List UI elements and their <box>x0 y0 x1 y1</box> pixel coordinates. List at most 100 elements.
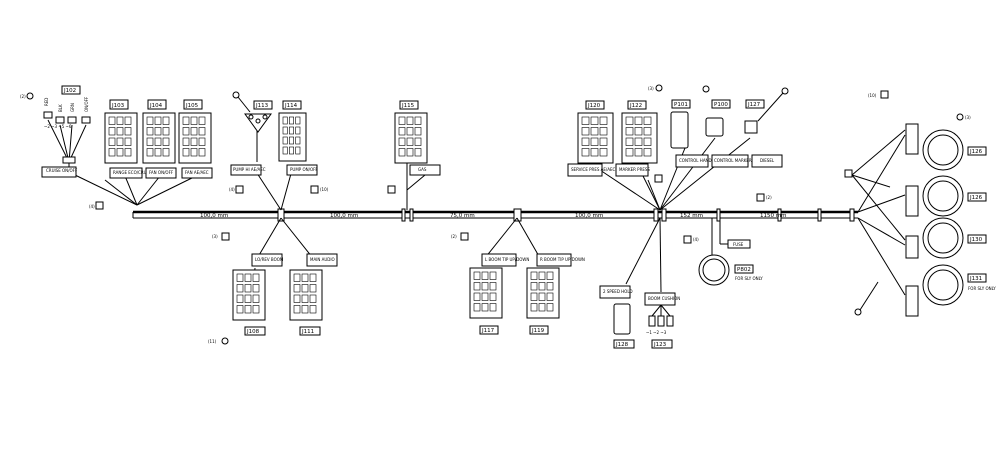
connector-cavity <box>634 137 643 146</box>
control-handle-label: CONTROL HANDLE <box>679 158 717 163</box>
dim-4: 100,0 mm <box>575 213 603 219</box>
connector-cavity <box>634 127 643 136</box>
j114-label: J114 <box>284 103 298 109</box>
connector-cavity <box>643 127 652 136</box>
connector-cavity <box>473 292 481 301</box>
main-audio-label: MAIN AUDIO <box>310 257 335 262</box>
connector-cavity <box>154 137 162 146</box>
connector-cavity <box>398 137 406 146</box>
connector-cavity <box>244 273 252 282</box>
connector-cavity <box>473 303 481 312</box>
j127-label: J127 <box>747 102 761 108</box>
svg-text:(4): (4) <box>229 187 235 192</box>
j115-group: J115 GAS <box>387 100 441 210</box>
pump-label: PUMP ON/OFF <box>290 167 318 172</box>
service-pressure-label: SERVICE PRES AE/AEC <box>571 167 616 172</box>
connector-cavity <box>414 137 422 146</box>
j128-j123-p802-group: FUSE 2 SPEED HOLD J128 BOOM CUSHION ~1 ~… <box>599 217 763 349</box>
connector-cavity <box>309 294 317 303</box>
connector-cavity <box>406 127 414 136</box>
connector-cavity <box>146 148 154 157</box>
connector-cavity <box>546 303 554 312</box>
connector-cavity <box>236 305 244 314</box>
svg-text:(3): (3) <box>965 115 971 120</box>
j105-label: J105 <box>185 103 199 109</box>
j117-j119-group: L BOOM TIP UP/DOWN R BOOM TIP UP/DOWN J1… <box>451 217 585 335</box>
connector-cavity <box>295 126 301 135</box>
connector-cavity <box>146 127 154 136</box>
fan2-label: FAN AE/AEC <box>185 170 209 175</box>
connector-cavity <box>198 127 206 136</box>
connector-cavity <box>124 148 132 157</box>
connector-cavity <box>190 137 198 146</box>
connector-cavity <box>538 292 546 301</box>
lo-rev-label: LO/REV BOOM <box>255 257 284 262</box>
connector-cavity <box>481 292 489 301</box>
connector-cavity <box>295 146 301 155</box>
connector-cavity <box>124 137 132 146</box>
svg-text:(10): (10) <box>320 187 329 192</box>
connector-cavity <box>295 136 301 145</box>
connector-cavity <box>530 303 538 312</box>
connector-cavity <box>198 148 206 157</box>
cruise-label-box <box>41 166 77 178</box>
connector-cavity <box>530 292 538 301</box>
connector-cavity <box>406 116 414 125</box>
dim-6: 1150 mm <box>760 213 786 219</box>
connector-cavity <box>309 273 317 282</box>
svg-text:(2): (2) <box>451 234 457 239</box>
dim-3: 75,0 mm <box>450 213 475 219</box>
j113-label: J113 <box>255 103 269 109</box>
speed-hold-label: 2 SPEED HOLD <box>603 289 633 294</box>
j113-j114-group: J113 J114 PUMP HI AE/AEC PUMP ON/OFF (4)… <box>229 91 329 211</box>
connector-cavity <box>414 127 422 136</box>
connector-cavity <box>236 273 244 282</box>
trunk-clamps <box>277 208 855 222</box>
connector-cavity <box>481 303 489 312</box>
for-sly-1-label: FOR SLY ONLY <box>735 276 763 281</box>
connector-cavity <box>282 126 288 135</box>
right-connectors-group: J126 J126 J130 J131 FOR SLY ONLY (3) (10… <box>844 90 996 317</box>
j111-label: J111 <box>301 329 314 335</box>
connector-cavity <box>481 282 489 291</box>
main-trunk <box>132 210 858 219</box>
connector-cavity <box>282 146 288 155</box>
connector-cavity <box>414 148 422 157</box>
connector-cavity <box>295 116 301 125</box>
connector-cavity <box>599 148 608 157</box>
j115-label: J115 <box>401 103 415 109</box>
j102-tag <box>61 85 81 95</box>
connector-cavity <box>414 116 422 125</box>
connector-cavity <box>252 273 260 282</box>
connector-cavity <box>154 148 162 157</box>
connector-cavity <box>309 305 317 314</box>
connector-cavity <box>398 116 406 125</box>
j126b-label: J126 <box>969 195 983 201</box>
p802-label: P802 <box>737 267 751 273</box>
connector-cavity <box>406 137 414 146</box>
dimension-labels: 100,0 mm 100,0 mm 75,0 mm 100,0 mm 152 m… <box>200 213 786 219</box>
connector-cavity <box>546 292 554 301</box>
connector-cavity <box>252 284 260 293</box>
diesel-label: DIESEL <box>760 158 775 163</box>
connector-cavity <box>236 294 244 303</box>
connector-cavity <box>643 148 652 157</box>
svg-text:GRN: GRN <box>70 103 75 112</box>
for-sly-2-label: FOR SLY ONLY <box>968 286 996 291</box>
p101-label: P101 <box>674 102 688 108</box>
connector-cavity <box>190 116 198 125</box>
connector-cavity <box>489 271 497 280</box>
connector-cavity <box>634 116 643 125</box>
connector-cavity <box>643 116 652 125</box>
connector-cavity <box>581 148 590 157</box>
svg-text:(10): (10) <box>868 93 877 98</box>
connector-cavity <box>154 127 162 136</box>
svg-text:(2): (2) <box>20 94 26 99</box>
boom-tip-l-label: L BOOM TIP UP/DOWN <box>485 257 529 262</box>
dim-1: 100,0 mm <box>200 213 228 219</box>
range-label: RANGE ECO/CRUISE <box>113 170 153 175</box>
connector-cavity <box>289 136 294 145</box>
connector-cavity <box>581 137 590 146</box>
svg-text:(4): (4) <box>693 237 699 242</box>
control-marker-label: CONTROL MARKER PWR <box>714 158 762 163</box>
